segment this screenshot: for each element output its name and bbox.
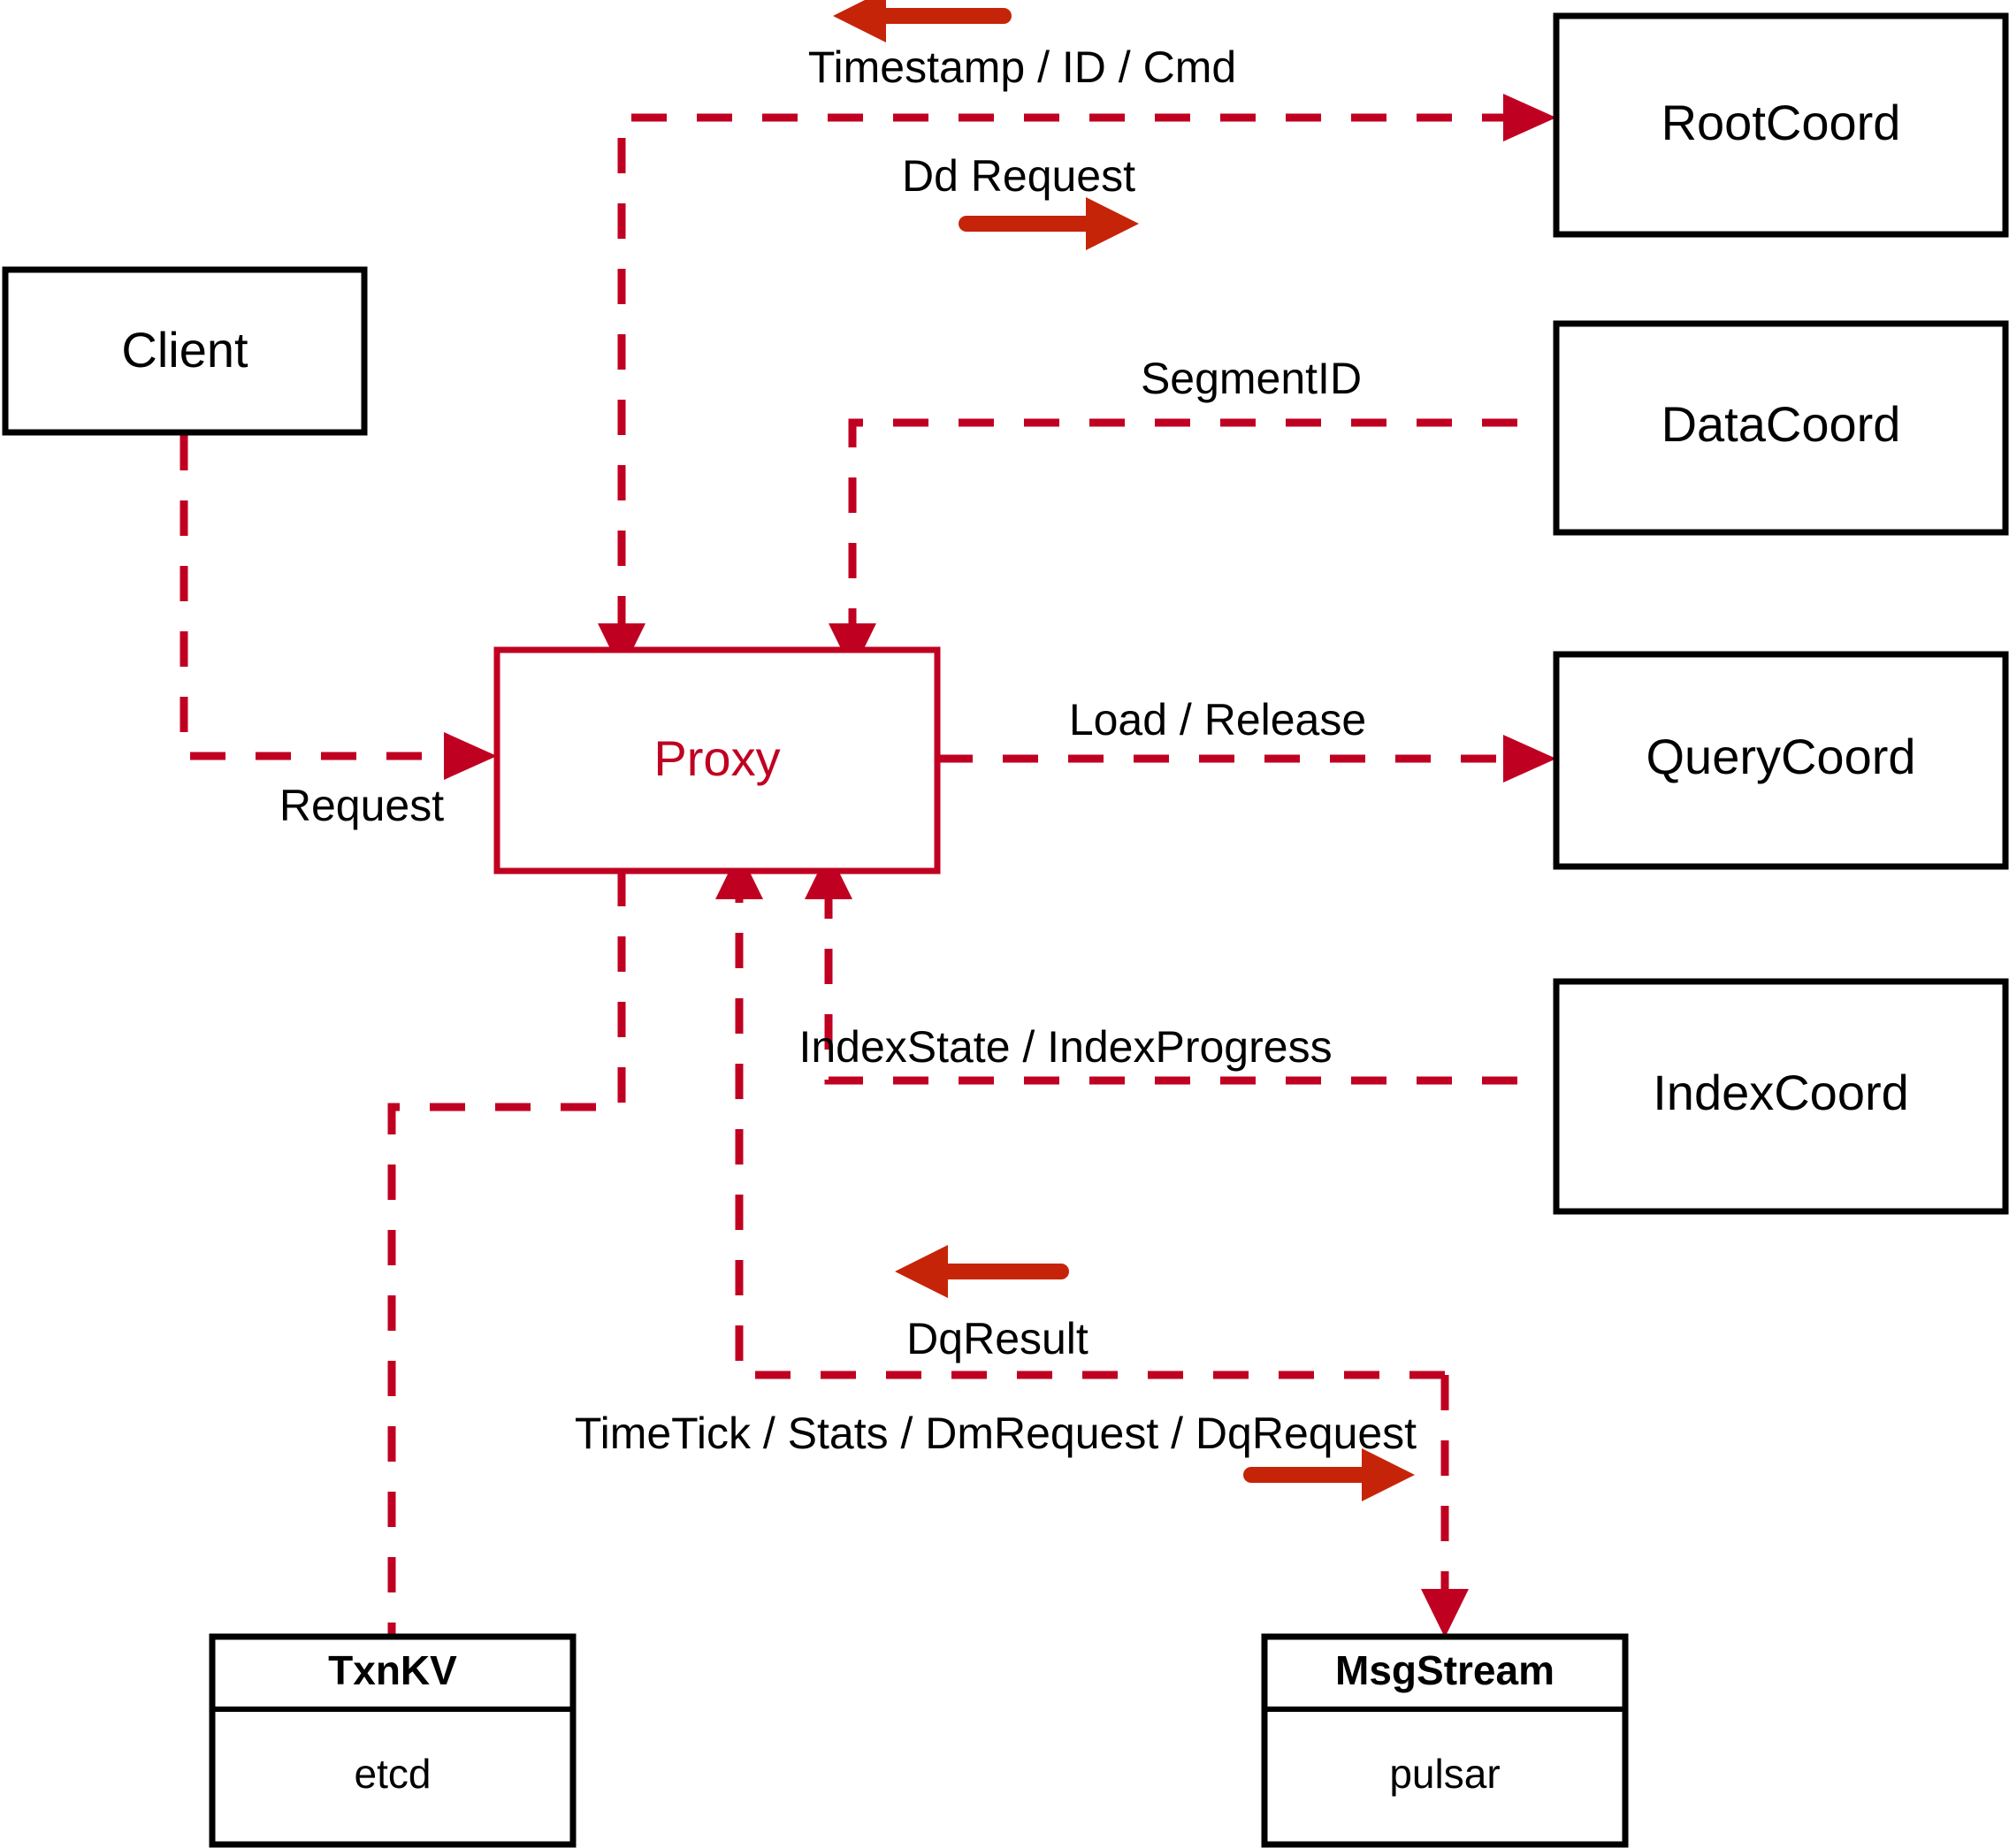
- edge-label-timetick-stats: TimeTick / Stats / DmRequest / DqRequest: [575, 1409, 1417, 1458]
- node-client[interactable]: Client: [2, 266, 368, 436]
- node-datacoord-label: DataCoord: [1661, 396, 1901, 452]
- edge-label-dd-request: Dd Request: [902, 151, 1135, 201]
- solid-arrow-dd-request-right: [959, 197, 1139, 250]
- node-proxy-label: Proxy: [653, 730, 780, 786]
- node-client-label: Client: [121, 322, 248, 378]
- node-querycoord-label: QueryCoord: [1646, 729, 1915, 784]
- solid-arrow-dq-request-right: [1243, 1448, 1415, 1501]
- edge-proxy-txnkv: [387, 871, 626, 1637]
- node-indexcoord[interactable]: IndexCoord: [1553, 978, 2009, 1215]
- edge-indexcoord-proxy: [805, 851, 1517, 1085]
- node-msgstream-sublabel: pulsar: [1389, 1751, 1500, 1797]
- node-msgstream-label: MsgStream: [1335, 1647, 1554, 1693]
- edge-label-index-state-progress: IndexState / IndexProgress: [798, 1022, 1332, 1072]
- edge-label-timestamp-id-cmd: Timestamp / ID / Cmd: [808, 42, 1236, 92]
- solid-arrow-dq-result-left: [895, 1245, 1069, 1298]
- node-datacoord[interactable]: DataCoord: [1553, 320, 2009, 536]
- node-indexcoord-label: IndexCoord: [1653, 1065, 1909, 1120]
- node-txnkv-sublabel: etcd: [355, 1751, 432, 1797]
- edge-label-request: Request: [279, 781, 444, 830]
- edge-msgstream-proxy: [715, 851, 1445, 1379]
- edge-proxy-msgstream: [1421, 1375, 1469, 1638]
- edge-label-dq-result: DqResult: [906, 1314, 1089, 1363]
- node-querycoord[interactable]: QueryCoord: [1553, 651, 2009, 870]
- solid-arrow-timestamp-left: [833, 0, 1012, 42]
- edge-label-segment-id: SegmentID: [1141, 354, 1362, 403]
- edge-datacoord-proxy: [829, 418, 1517, 672]
- node-rootcoord-label: RootCoord: [1661, 95, 1901, 150]
- node-txnkv[interactable]: TxnKV etcd: [209, 1633, 577, 1848]
- node-rootcoord[interactable]: RootCoord: [1553, 12, 2009, 238]
- edge-proxy-querycoord: [937, 735, 1556, 783]
- edge-client-proxy: [180, 435, 497, 780]
- node-txnkv-label: TxnKV: [328, 1647, 457, 1693]
- node-proxy[interactable]: Proxy: [493, 646, 941, 874]
- node-msgstream[interactable]: MsgStream pulsar: [1261, 1633, 1629, 1848]
- edge-label-load-release: Load / Release: [1069, 695, 1366, 745]
